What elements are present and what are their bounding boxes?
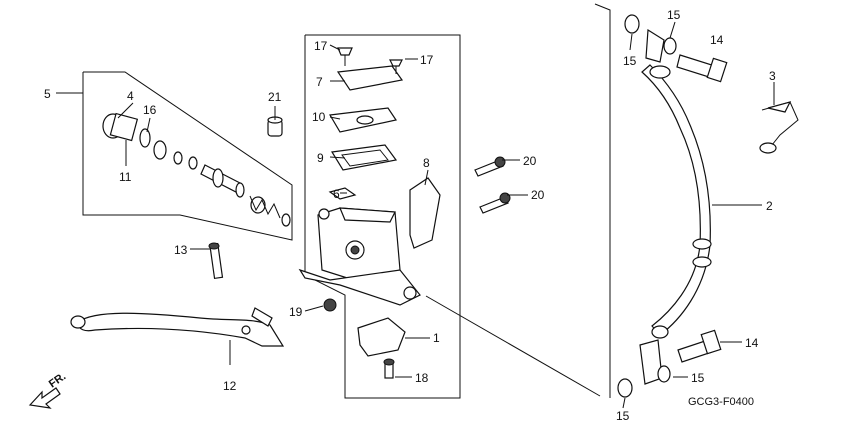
brake-switch-part bbox=[357, 317, 406, 379]
leader-lines bbox=[56, 21, 775, 409]
callout-5: 5 bbox=[44, 87, 51, 101]
diagram-code: GCG3-F0400 bbox=[688, 396, 754, 408]
brake-hose-part bbox=[639, 28, 712, 385]
reservoir-parts bbox=[328, 47, 404, 200]
callout-7: 7 bbox=[316, 75, 323, 89]
callout-labels: 1 2 3 4 5 6 7 8 9 10 11 12 13 14 14 15 1… bbox=[44, 8, 776, 423]
direction-label: FR. bbox=[47, 370, 68, 390]
callout-12: 12 bbox=[223, 379, 237, 393]
banjo-bolts-part bbox=[617, 14, 728, 398]
callout-20-lower: 20 bbox=[531, 188, 545, 202]
callout-11: 11 bbox=[119, 170, 132, 184]
callout-2: 2 bbox=[766, 199, 773, 213]
callout-14-lower: 14 bbox=[745, 336, 759, 350]
holder-bolts-part bbox=[474, 156, 511, 214]
callout-15-upper-right: 15 bbox=[667, 8, 681, 22]
callout-16: 16 bbox=[143, 103, 157, 117]
callout-6: 6 bbox=[333, 187, 340, 201]
hose-clip-part bbox=[759, 101, 799, 154]
brake-lever-part bbox=[70, 307, 285, 347]
callout-3: 3 bbox=[769, 69, 776, 83]
callout-15-lower-right: 15 bbox=[691, 371, 705, 385]
pivot-bolt-part bbox=[208, 242, 224, 280]
callout-20-upper: 20 bbox=[523, 154, 537, 168]
callout-17-right: 17 bbox=[420, 53, 434, 67]
piston-set-part bbox=[102, 112, 291, 227]
callout-15-upper-left: 15 bbox=[623, 54, 637, 68]
front-direction-indicator: FR. bbox=[28, 370, 68, 409]
callout-15-lower-left: 15 bbox=[616, 409, 630, 423]
callout-18: 18 bbox=[415, 371, 429, 385]
callout-8: 8 bbox=[423, 156, 430, 170]
callout-9: 9 bbox=[317, 151, 324, 165]
callout-10: 10 bbox=[312, 110, 326, 124]
callout-17-left: 17 bbox=[314, 39, 328, 53]
callout-4: 4 bbox=[127, 89, 134, 103]
callout-1: 1 bbox=[433, 331, 440, 345]
master-cylinder-body-part bbox=[298, 177, 441, 312]
callout-21: 21 bbox=[268, 90, 282, 104]
direction-arrow-icon bbox=[28, 387, 61, 409]
callout-19: 19 bbox=[289, 305, 303, 319]
callout-14-upper: 14 bbox=[710, 33, 724, 47]
callout-13: 13 bbox=[174, 243, 188, 257]
